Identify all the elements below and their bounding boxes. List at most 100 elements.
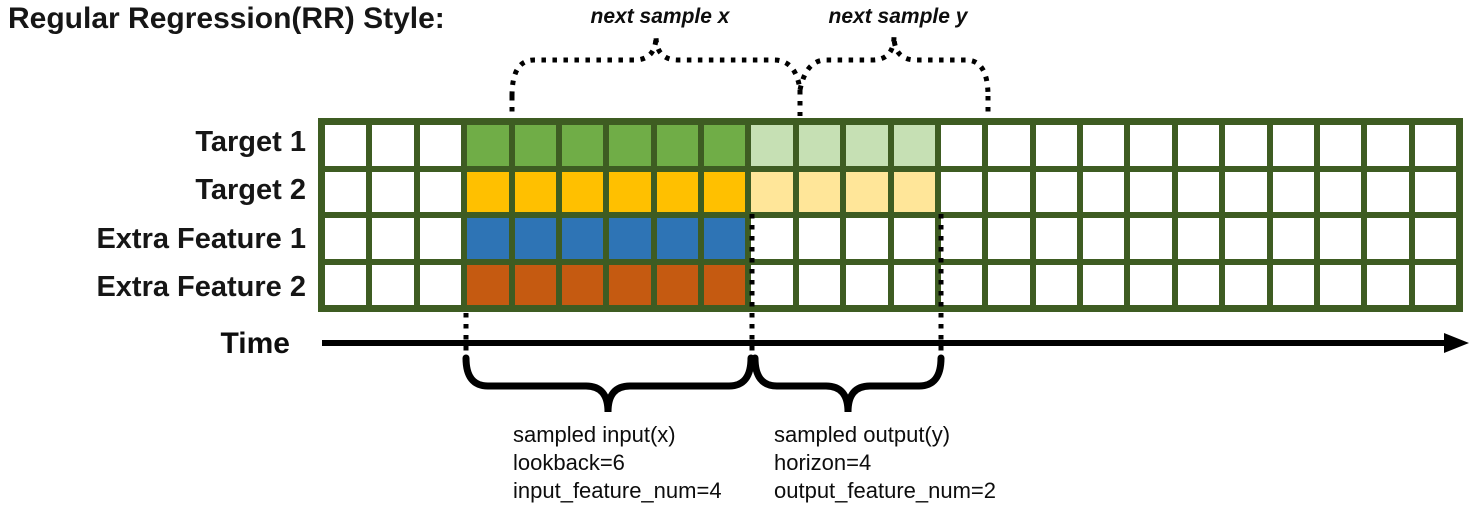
row-label-extra-feature-1: Extra Feature 1 — [96, 222, 306, 255]
grid-cell — [1319, 218, 1362, 259]
grid-cell — [988, 218, 1030, 259]
grid-cell — [514, 264, 556, 305]
grid-cell — [1083, 218, 1125, 259]
grid-cell — [419, 125, 462, 166]
grid-cell — [751, 171, 793, 212]
grid-cell — [893, 218, 935, 259]
grid-cell — [988, 125, 1030, 166]
grid-cell — [1367, 264, 1409, 305]
grid-cell — [1130, 171, 1172, 212]
grid-cell — [751, 125, 793, 166]
grid-cell — [1225, 125, 1267, 166]
grid-cell — [1414, 264, 1456, 305]
grid-cell — [1319, 264, 1362, 305]
grid-cell — [893, 264, 935, 305]
grid-cell — [419, 171, 462, 212]
grid-cell — [893, 125, 935, 166]
next-sample-y-brace — [797, 35, 991, 97]
grid-cell — [1367, 171, 1409, 212]
grid-cell — [1130, 264, 1172, 305]
grid-cell — [656, 218, 698, 259]
grid-cell — [656, 171, 698, 212]
grid-cell — [467, 171, 509, 212]
grid-cell — [1177, 218, 1220, 259]
grid-cell — [704, 218, 746, 259]
grid-cell — [798, 125, 841, 166]
grid-cell — [798, 171, 841, 212]
grid-cell — [1130, 218, 1172, 259]
grid-cell — [514, 171, 556, 212]
grid-cell — [704, 264, 746, 305]
grid-cell — [1367, 218, 1409, 259]
grid-cell — [940, 171, 983, 212]
grid-cell — [751, 218, 793, 259]
grid-cell — [846, 264, 888, 305]
grid-cell — [1272, 218, 1314, 259]
grid-cell — [325, 171, 367, 212]
grid-cell — [561, 264, 604, 305]
grid-cell — [372, 125, 414, 166]
diagram-title: Regular Regression(RR) Style: — [8, 2, 445, 35]
grid-cell — [893, 171, 935, 212]
row-labels: Target 1 Target 2 Extra Feature 1 Extra … — [0, 118, 306, 312]
grid-cell — [940, 264, 983, 305]
grid-cell — [372, 218, 414, 259]
grid-cell — [1225, 171, 1267, 212]
grid-cell — [846, 171, 888, 212]
input-feature-num-value: input_feature_num=4 — [513, 478, 722, 503]
grid-cell — [372, 171, 414, 212]
grid-cell — [372, 264, 414, 305]
grid-cell — [656, 264, 698, 305]
grid-cell — [704, 125, 746, 166]
next-sample-x-label: next sample x — [590, 5, 730, 28]
time-arrowhead-icon — [1444, 333, 1469, 353]
grid-cell — [1035, 125, 1077, 166]
grid-cell — [1177, 264, 1220, 305]
grid-cell — [1414, 125, 1456, 166]
grid-cell — [1225, 264, 1267, 305]
grid-cell — [1083, 264, 1125, 305]
sampled-output-title: sampled output(y) — [774, 422, 951, 447]
sampled-input-brace — [462, 354, 755, 413]
grid-cell — [1319, 171, 1362, 212]
grid-cell — [1272, 171, 1314, 212]
sampled-input-annotation: sampled input(x) lookback=6 input_featur… — [513, 421, 722, 505]
grid-cell — [1083, 125, 1125, 166]
grid-cell — [467, 125, 509, 166]
grid-cell — [609, 171, 651, 212]
grid-cell — [846, 218, 888, 259]
grid-cell — [704, 171, 746, 212]
grid-cell — [1414, 171, 1456, 212]
grid-cell — [467, 218, 509, 259]
next-sample-x-brace — [509, 35, 803, 97]
grid-cell — [1272, 264, 1314, 305]
grid-cell — [561, 171, 604, 212]
grid-cell — [798, 264, 841, 305]
sample-grid — [318, 118, 1463, 312]
row-label-target-2: Target 2 — [195, 174, 306, 207]
grid-cell — [609, 125, 651, 166]
grid-cell — [1035, 264, 1077, 305]
grid-cell — [1177, 171, 1220, 212]
grid-cell — [798, 218, 841, 259]
grid-cell — [325, 264, 367, 305]
grid-cell — [940, 218, 983, 259]
time-axis-label: Time — [220, 327, 290, 360]
grid-cell — [1272, 125, 1314, 166]
grid-cell — [419, 264, 462, 305]
output-feature-num-value: output_feature_num=2 — [774, 478, 997, 503]
grid-cell — [325, 125, 367, 166]
row-label-extra-feature-2: Extra Feature 2 — [96, 271, 306, 304]
lookback-value: lookback=6 — [513, 450, 625, 475]
grid-cell — [988, 171, 1030, 212]
grid-cell — [1035, 218, 1077, 259]
grid-cell — [988, 264, 1030, 305]
horizon-value: horizon=4 — [774, 450, 872, 475]
grid-cell — [609, 218, 651, 259]
grid-cell — [1177, 125, 1220, 166]
grid-cell — [514, 125, 556, 166]
grid-cell — [1225, 218, 1267, 259]
grid-cell — [751, 264, 793, 305]
grid-cell — [1083, 171, 1125, 212]
